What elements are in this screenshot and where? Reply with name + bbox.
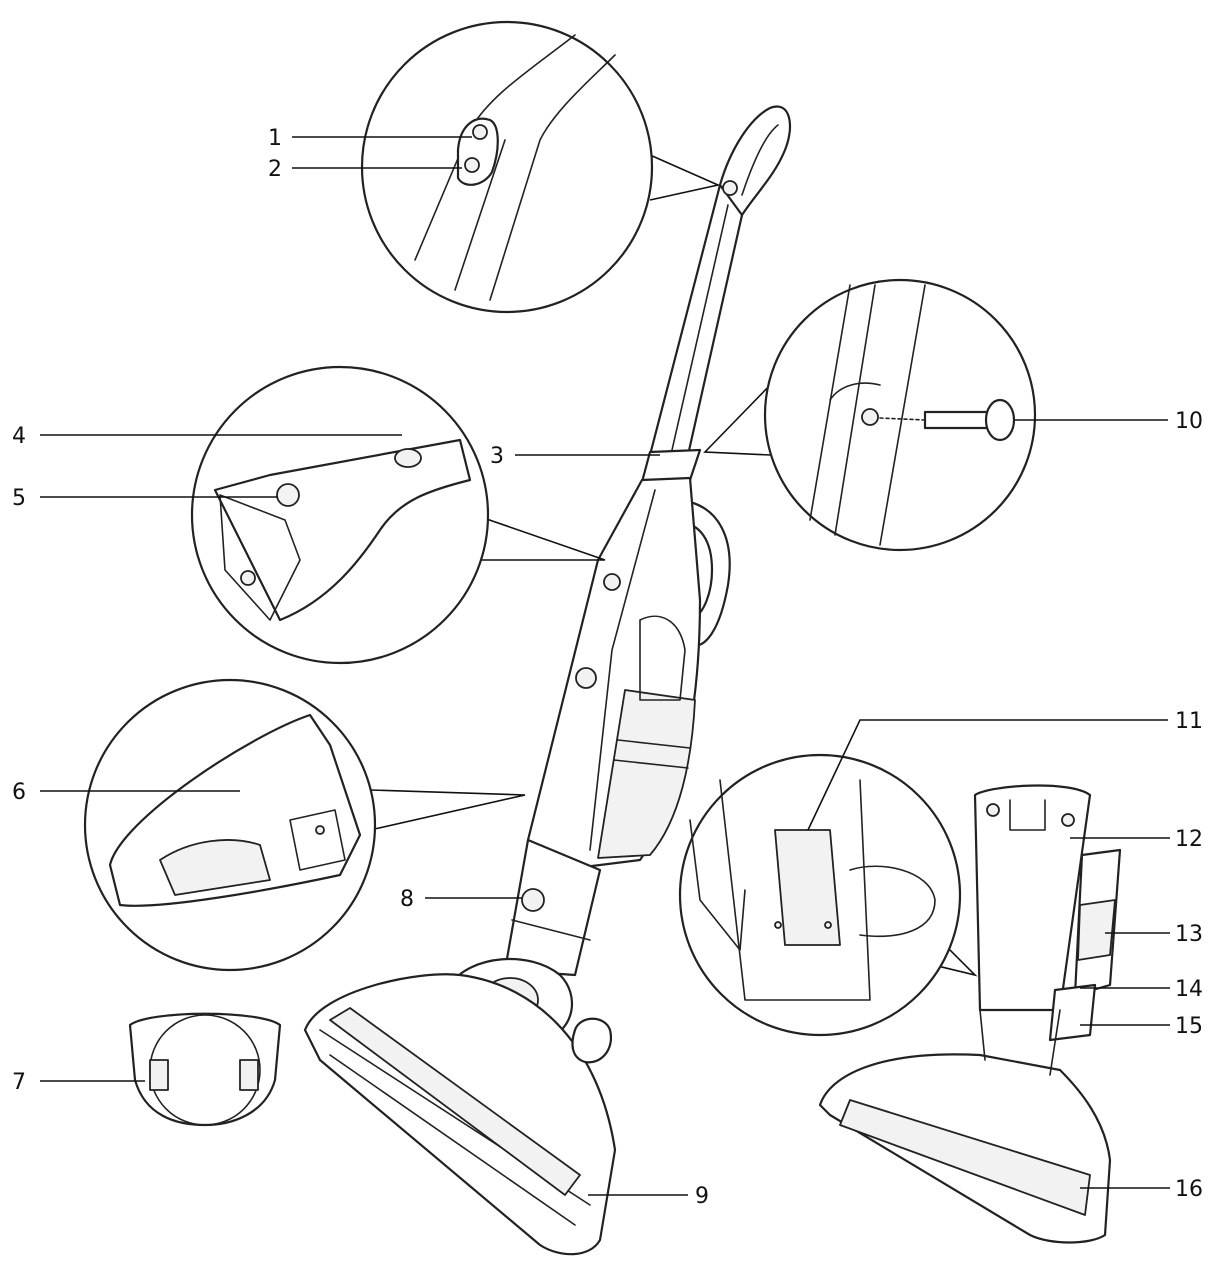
floor-nozzle-bristles bbox=[329, 1054, 576, 1226]
handheld-body bbox=[213, 438, 472, 622]
handle-grip-inner bbox=[741, 124, 779, 196]
power-button-marker[interactable] bbox=[722, 180, 738, 196]
magnifier-3-pointer bbox=[369, 789, 526, 831]
dust-container-band bbox=[613, 739, 691, 769]
label-13: 13 bbox=[1175, 922, 1203, 947]
nozzle-wheel bbox=[571, 1017, 613, 1064]
wide-nozzle-slot bbox=[839, 1099, 1091, 1216]
mount-hole-left bbox=[774, 921, 782, 929]
nozzle-mount-plate bbox=[973, 784, 1092, 1012]
label-5: 5 bbox=[12, 486, 26, 511]
label-15: 15 bbox=[1175, 1014, 1203, 1039]
crevice-brush-collar bbox=[1048, 983, 1097, 1042]
magnifier-1-circle bbox=[360, 20, 654, 314]
label-2: 2 bbox=[268, 157, 282, 182]
button-1[interactable] bbox=[472, 124, 488, 140]
accessory-wide-nozzle bbox=[818, 784, 1122, 1244]
floor-nozzle-slot bbox=[329, 1007, 581, 1196]
container-screw bbox=[315, 825, 325, 835]
accessory-filter-cap bbox=[128, 1012, 282, 1127]
magnifier-handheld bbox=[190, 365, 606, 665]
label-6: 6 bbox=[12, 780, 26, 805]
tool-mount-roller bbox=[849, 865, 936, 938]
label-1: 1 bbox=[268, 126, 282, 151]
button-4[interactable] bbox=[394, 448, 422, 468]
tool-mount-frame bbox=[719, 779, 871, 1001]
magnifier-4-pointer bbox=[703, 379, 776, 456]
nozzle-mount-screw-right bbox=[1061, 813, 1075, 827]
magnifier-container bbox=[83, 678, 526, 972]
container-filter bbox=[159, 839, 271, 896]
lower-tube bbox=[503, 838, 602, 977]
wide-nozzle-neck bbox=[979, 1009, 1061, 1076]
magnifier-4-bump bbox=[829, 382, 881, 401]
upper-tube bbox=[648, 183, 744, 457]
label-7: 7 bbox=[12, 1070, 26, 1095]
magnifier-1-handle-mid bbox=[454, 139, 506, 291]
nozzle-mount-slot bbox=[1009, 799, 1046, 831]
screw-guide bbox=[879, 417, 926, 421]
magnifier-4-tube-mid bbox=[834, 284, 876, 536]
label-16: 16 bbox=[1175, 1177, 1203, 1202]
magnifier-tool-mount bbox=[678, 753, 978, 1037]
label-11: 11 bbox=[1175, 709, 1203, 734]
screw-hole bbox=[861, 408, 879, 426]
tool-mount-plate bbox=[774, 829, 841, 946]
magnifier-1-pointer bbox=[649, 154, 721, 201]
tool-mount-side bbox=[689, 819, 746, 951]
brush-roll-button[interactable] bbox=[521, 888, 545, 912]
filter-cap-body bbox=[128, 1012, 282, 1127]
label-8: 8 bbox=[400, 887, 414, 912]
magnifier-handle-buttons bbox=[360, 20, 721, 314]
container-latch bbox=[289, 809, 346, 871]
lower-tube-ring bbox=[511, 919, 591, 941]
handheld-latch bbox=[240, 570, 256, 586]
label-12: 12 bbox=[1175, 827, 1203, 852]
screw-head bbox=[984, 398, 1016, 442]
main-vacuum bbox=[303, 105, 792, 1256]
callout-labels: 1 2 3 4 5 6 7 8 9 10 11 12 13 14 15 16 bbox=[12, 126, 1203, 1209]
magnifier-4-tube-left bbox=[809, 284, 851, 521]
callout-lines bbox=[40, 136, 1170, 1196]
label-3: 3 bbox=[490, 444, 504, 469]
magnifier-4-tube-right bbox=[879, 284, 926, 546]
release-button[interactable] bbox=[603, 573, 621, 591]
screw-shaft bbox=[923, 410, 992, 430]
leader-11 bbox=[807, 719, 1168, 831]
filter-cap-tab-right bbox=[239, 1059, 259, 1091]
label-10: 10 bbox=[1175, 409, 1203, 434]
button-5[interactable] bbox=[276, 483, 300, 507]
magnifier-1-handle-right bbox=[489, 54, 616, 301]
label-14: 14 bbox=[1175, 977, 1203, 1002]
magnifier-2-pointer bbox=[474, 514, 606, 561]
nozzle-mount-screw-left bbox=[986, 803, 1000, 817]
body-inner-line bbox=[589, 489, 656, 851]
container-release-button[interactable] bbox=[575, 667, 597, 689]
label-4: 4 bbox=[12, 424, 26, 449]
handheld-nozzle bbox=[219, 494, 301, 621]
filter-cap-tab-left bbox=[149, 1059, 169, 1091]
magnifier-4-circle bbox=[763, 278, 1037, 552]
button-2[interactable] bbox=[464, 157, 480, 173]
magnifier-screw bbox=[703, 278, 1037, 552]
mount-hole-right bbox=[824, 921, 832, 929]
body-window bbox=[639, 615, 686, 701]
crevice-brush-bristles bbox=[1077, 899, 1116, 961]
dust-container bbox=[597, 689, 696, 859]
label-9: 9 bbox=[695, 1184, 709, 1209]
upper-tube-edge bbox=[671, 204, 729, 451]
